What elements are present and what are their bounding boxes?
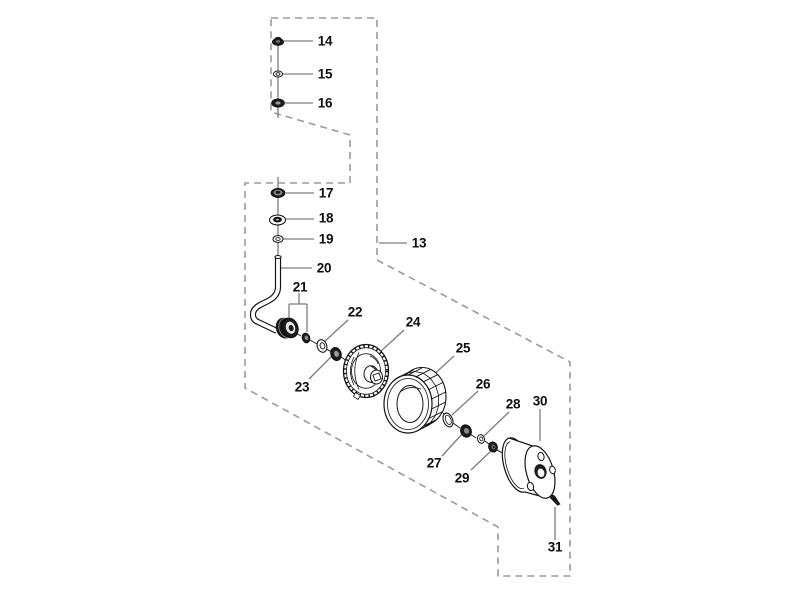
part-25-tire	[383, 366, 447, 434]
callout-16: 16	[317, 95, 333, 111]
part-20-axle-rod	[249, 255, 282, 334]
callout-22: 22	[347, 304, 363, 320]
leader-26	[451, 390, 479, 416]
part-15-washer	[272, 70, 284, 78]
callout-31: 31	[547, 539, 563, 555]
callout-30: 30	[532, 393, 548, 409]
callout-23: 23	[294, 379, 310, 395]
callout-17: 17	[318, 185, 334, 201]
leader-lines	[281, 40, 556, 540]
callout-27: 27	[426, 455, 442, 471]
part-30-hub-cap	[501, 437, 556, 499]
part-31-screw	[549, 494, 561, 506]
callout-19: 19	[318, 231, 334, 247]
part-21-spacer-washer	[301, 332, 311, 344]
leader-29	[470, 449, 493, 471]
part-22-washer	[316, 339, 328, 353]
part-17-locknut	[270, 188, 286, 198]
part-16-washer	[271, 98, 285, 108]
part-21-bearing	[275, 317, 299, 339]
part-24-gear-hub	[342, 343, 390, 401]
part-28-washer	[476, 434, 486, 444]
leader-27	[441, 432, 464, 457]
part-23-washer	[330, 346, 342, 362]
callout-28: 28	[505, 396, 521, 412]
callout-29: 29	[454, 470, 470, 486]
callout-25: 25	[455, 340, 471, 356]
leader-21-bracket	[288, 293, 308, 332]
leader-28	[483, 411, 510, 437]
part-14-locknut	[272, 37, 284, 46]
part-26-washer	[442, 412, 454, 428]
part-18-washer	[268, 214, 287, 226]
part-27-washer	[460, 424, 472, 438]
callout-26: 26	[475, 376, 491, 392]
callout-13: 13	[411, 235, 427, 251]
leader-23	[308, 355, 333, 380]
callout-24: 24	[405, 314, 421, 330]
part-29-locknut	[488, 441, 498, 453]
callout-21: 21	[292, 279, 308, 295]
callout-20: 20	[316, 260, 332, 276]
part-19-washer	[272, 235, 284, 243]
callout-14: 14	[317, 33, 333, 49]
leader-24	[378, 329, 405, 354]
assembly-boundary-outline	[244, 17, 571, 577]
leader-22	[323, 319, 349, 343]
callout-15: 15	[317, 66, 333, 82]
callout-18: 18	[318, 210, 334, 226]
